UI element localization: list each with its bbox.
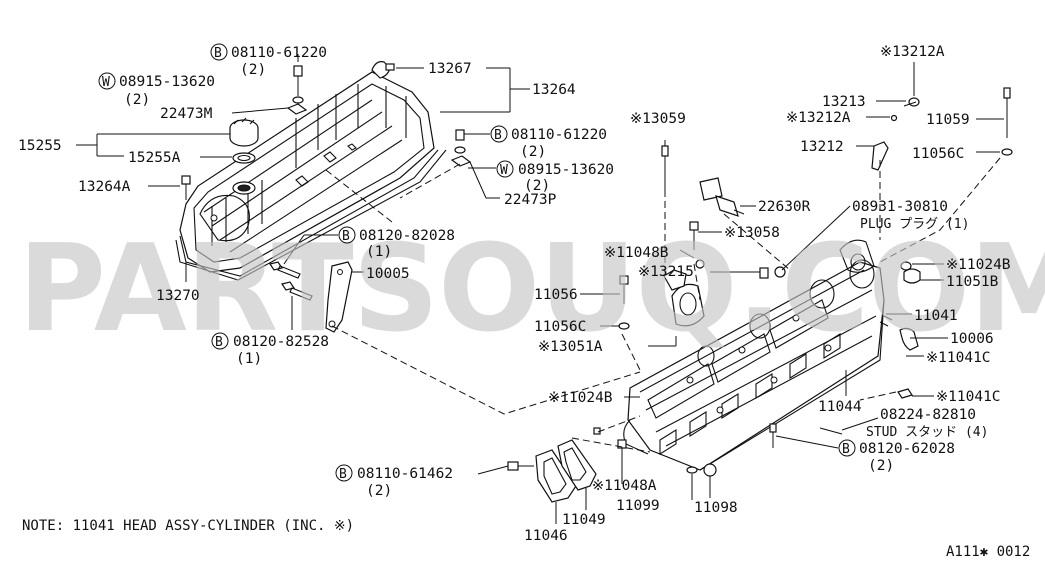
part-label: ※13212A bbox=[880, 44, 945, 60]
part-label: ※11041C bbox=[936, 389, 1001, 405]
part-label: 08110-61220 bbox=[511, 127, 607, 143]
part-label: ※13058 bbox=[724, 225, 780, 241]
bolt-marker-letter: B bbox=[214, 46, 222, 61]
part-label: 08915-13620 bbox=[119, 74, 215, 90]
plug-note: PLUG プラグ (1) bbox=[860, 217, 969, 232]
rocker-cover-gasket bbox=[175, 149, 447, 281]
part-label: 13212 bbox=[800, 139, 844, 155]
part-label: 11044 bbox=[818, 399, 862, 415]
part-label: 10005 bbox=[366, 266, 410, 282]
part-label: 11049 bbox=[562, 512, 606, 528]
labels: B 08110-61220 (2) W 08915-13620 (2) 2247… bbox=[18, 43, 1030, 560]
bolt-marker-icon bbox=[335, 464, 353, 482]
bolt-marker-letter: B bbox=[339, 467, 347, 482]
bolt-marker-icon bbox=[210, 43, 228, 61]
part-qty: (2) bbox=[520, 144, 546, 160]
rocker-cover bbox=[179, 71, 439, 277]
part-qty: (2) bbox=[524, 178, 550, 194]
washer-marker-letter: W bbox=[500, 163, 508, 178]
part-label: 11056 bbox=[534, 287, 578, 303]
part-qty: (1) bbox=[366, 244, 392, 260]
part-label: ※11024B bbox=[946, 257, 1011, 273]
part-qty: (2) bbox=[868, 458, 894, 474]
part-label: 11099 bbox=[616, 498, 660, 514]
part-qty: (2) bbox=[124, 92, 150, 108]
bolt-marker-icon bbox=[211, 332, 229, 350]
part-label: ※13051A bbox=[538, 339, 603, 355]
part-label: ※11048A bbox=[592, 478, 657, 494]
bolt-marker-letter: B bbox=[842, 442, 850, 457]
part-label: 08110-61220 bbox=[231, 45, 327, 61]
bolt-marker-icon bbox=[338, 226, 356, 244]
part-label: 08224-82810 bbox=[880, 407, 976, 423]
part-label: 08931-30810 bbox=[852, 199, 948, 215]
cover-bolts bbox=[181, 65, 472, 200]
part-label: 13213 bbox=[822, 94, 866, 110]
part-label: 08120-82028 bbox=[359, 228, 455, 244]
breather-hose bbox=[371, 61, 395, 79]
part-label: 08120-82528 bbox=[233, 334, 329, 350]
part-label: 11041 bbox=[914, 308, 958, 324]
part-label: 08915-13620 bbox=[518, 162, 614, 178]
bolt-marker-letter: B bbox=[342, 229, 350, 244]
leader-lines bbox=[76, 54, 1004, 524]
part-label: 10006 bbox=[950, 331, 994, 347]
washer-marker-letter: W bbox=[102, 75, 110, 90]
stud-note: STUD スタッド (4) bbox=[866, 425, 988, 440]
part-label: 08120-62028 bbox=[859, 441, 955, 457]
part-label: 13264A bbox=[78, 179, 131, 195]
part-label: 15255A bbox=[128, 150, 181, 166]
part-label: 13270 bbox=[156, 288, 200, 304]
bottom-gaskets bbox=[507, 427, 717, 503]
bracket-10005 bbox=[269, 261, 353, 333]
bolt-marker-letter: B bbox=[215, 335, 223, 350]
washer-marker-icon bbox=[98, 72, 116, 90]
diagram-id: A111✱ 0012 bbox=[946, 544, 1030, 560]
part-label: 11056C bbox=[912, 146, 964, 162]
bolt-marker-letter: B bbox=[494, 128, 502, 143]
part-qty: (2) bbox=[240, 62, 266, 78]
part-label: 13267 bbox=[428, 61, 472, 77]
part-label: 11059 bbox=[926, 112, 970, 128]
watermark: PARTSOUQ.COM bbox=[18, 220, 1045, 359]
part-label: ※13215 bbox=[638, 264, 694, 280]
part-label: ※13212A bbox=[786, 110, 851, 126]
dashed-lines bbox=[325, 157, 1001, 453]
temp-sender bbox=[699, 177, 745, 217]
part-label: ※13059 bbox=[630, 111, 686, 127]
part-label: 22473M bbox=[160, 106, 213, 122]
oil-filler-cap bbox=[229, 117, 259, 195]
bolt-marker-icon bbox=[838, 439, 856, 457]
part-label: 22630R bbox=[758, 199, 811, 215]
part-label: 11098 bbox=[694, 500, 738, 516]
part-label: 11051B bbox=[946, 274, 999, 290]
part-label: 13264 bbox=[532, 82, 576, 98]
part-label: ※11048B bbox=[604, 245, 669, 261]
part-label: 15255 bbox=[18, 138, 62, 154]
diagram-note: NOTE: 11041 HEAD ASSY-CYLINDER (INC. ※) bbox=[22, 518, 354, 534]
right-side-parts bbox=[769, 87, 1013, 448]
washer-marker-icon bbox=[496, 160, 514, 178]
part-label: 11046 bbox=[524, 528, 568, 544]
part-label: 08110-61462 bbox=[357, 466, 453, 482]
part-label: ※11041C bbox=[926, 350, 991, 366]
cylinder-head bbox=[623, 239, 885, 471]
part-label: 22473P bbox=[504, 192, 557, 208]
part-label: ※11024B bbox=[548, 390, 613, 406]
part-qty: (1) bbox=[236, 351, 262, 367]
part-label: 11056C bbox=[534, 319, 586, 335]
part-qty: (2) bbox=[366, 483, 392, 499]
bolt-marker-icon bbox=[490, 125, 508, 143]
